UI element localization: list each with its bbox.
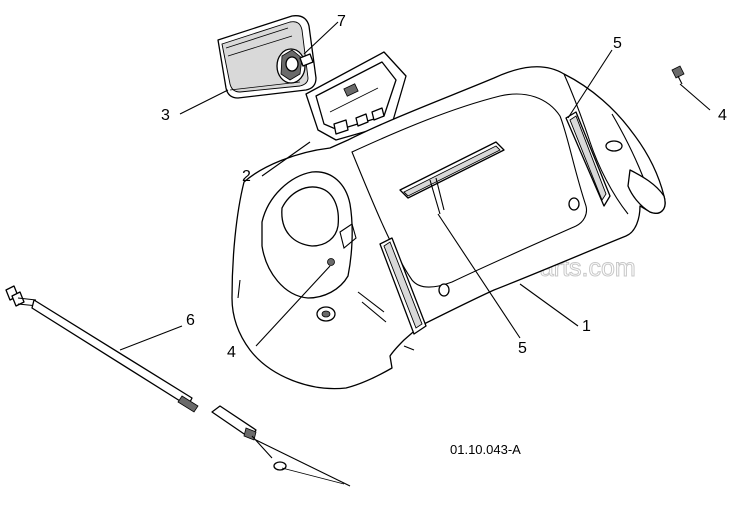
callout-headlight: 3 [161,107,170,124]
callout-slot-bottom: 5 [518,340,527,357]
callout-hood: 1 [582,318,591,335]
leader-lines [119,21,711,351]
callout-headlight-housing: 2 [242,168,251,185]
hood-part[interactable] [231,66,666,390]
callout-cable: 6 [186,312,195,329]
cable-part[interactable] [5,285,351,487]
callout-screw-left: 4 [227,344,236,361]
callout-bulb-socket: 7 [337,13,346,30]
callout-screw-right: 4 [718,107,727,124]
bulb-socket-part[interactable] [276,48,314,84]
callout-slot-top: 5 [613,35,622,52]
headlight-housing-part[interactable] [305,51,407,141]
figure-code: 01.10.043-A [450,442,521,457]
screw-part-right[interactable] [671,65,685,85]
